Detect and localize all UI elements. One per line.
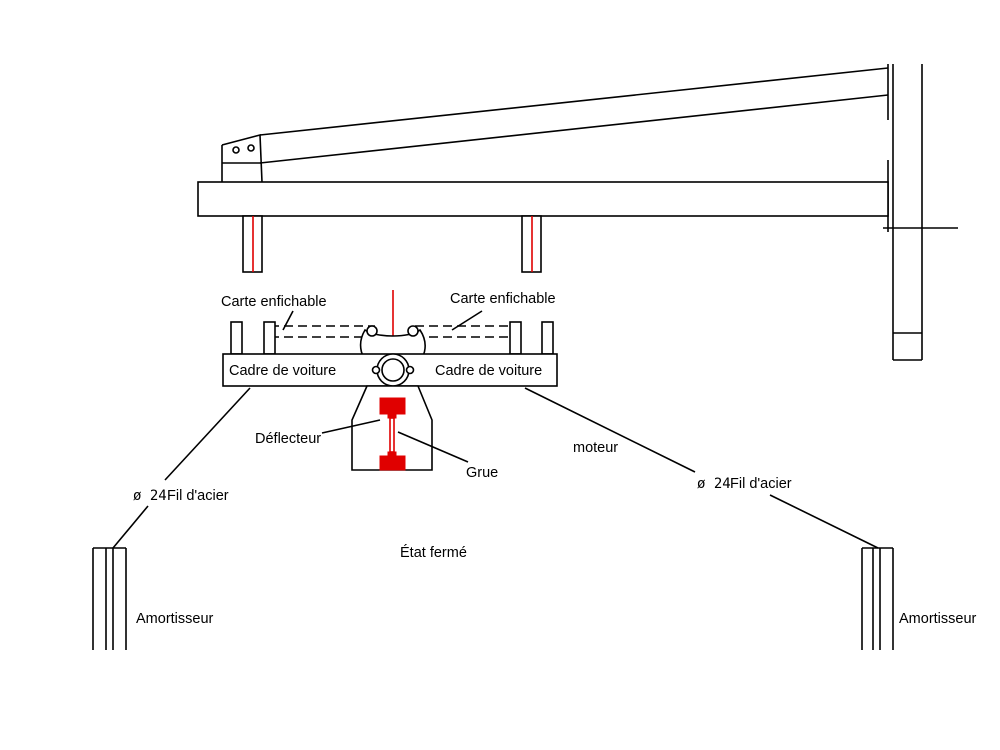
closed-state-label: État fermé xyxy=(400,544,467,561)
plug-in-card-label-right: Carte enfichable xyxy=(450,291,556,307)
wire-diameter-left: ø 24 xyxy=(133,488,167,504)
motor-label: moteur xyxy=(573,440,618,456)
frame-post-3 xyxy=(509,321,522,355)
leader-lines xyxy=(282,310,483,463)
brace-bolt-2 xyxy=(247,144,255,152)
wire-label-left: Fil d'acier xyxy=(167,488,229,504)
wire-diameter-right: ø 24 xyxy=(697,476,731,492)
crane-label: Grue xyxy=(466,465,498,481)
plug-in-card-rails xyxy=(270,325,515,338)
diagonal-brace xyxy=(221,67,889,183)
beam-post-middle xyxy=(521,215,542,273)
crane-rail xyxy=(379,397,406,471)
frame-post-1 xyxy=(230,321,243,355)
frame-post-4 xyxy=(541,321,554,355)
motor-pulley xyxy=(371,353,415,387)
main-beam xyxy=(197,181,889,217)
plug-in-card-label-left: Carte enfichable xyxy=(221,294,327,310)
shock-absorber-label-right: Amortisseur xyxy=(899,611,977,627)
car-frame-label-left: Cadre de voiture xyxy=(229,363,336,379)
deflector-label: Déflecteur xyxy=(255,431,321,447)
shock-absorber-right-body xyxy=(861,547,894,650)
shock-absorber-label-left: Amortisseur xyxy=(136,611,214,627)
deflector-housing xyxy=(351,385,433,471)
brace-bolt-1 xyxy=(232,146,240,154)
shock-absorber-left-body xyxy=(92,547,127,650)
car-frame-label-right: Cadre de voiture xyxy=(435,363,542,379)
steel-wire-right xyxy=(524,387,879,549)
steel-wire-left xyxy=(112,387,251,549)
frame-post-2 xyxy=(263,321,276,355)
support-column xyxy=(883,64,958,361)
beam-post-left xyxy=(242,215,263,273)
wire-label-right: Fil d'acier xyxy=(730,476,792,492)
